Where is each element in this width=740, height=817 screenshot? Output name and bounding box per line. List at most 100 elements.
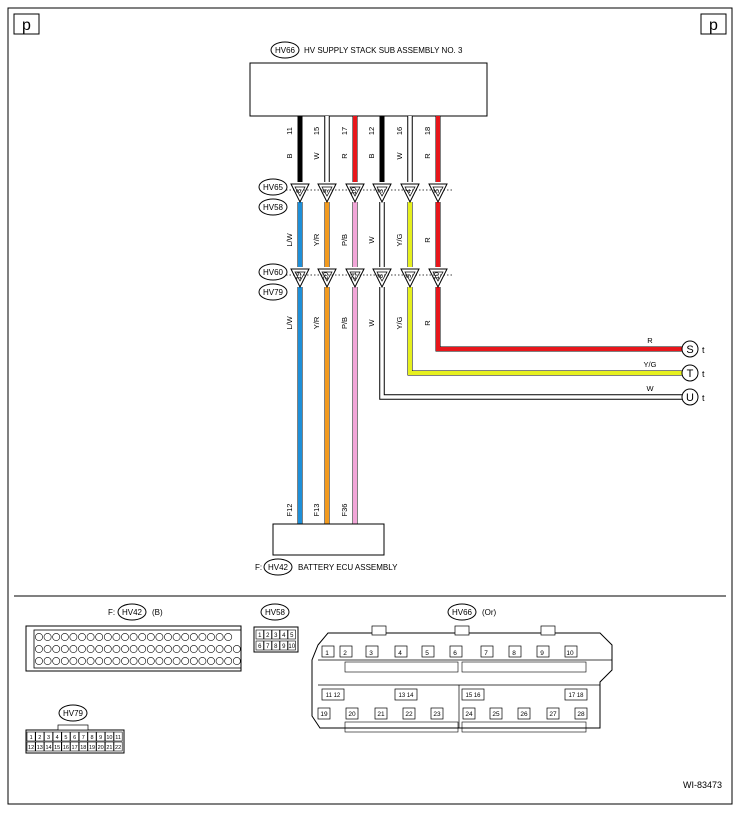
- offpage-s-suffix: t: [702, 345, 705, 355]
- hv42-pin-13: [138, 633, 147, 641]
- hv79-pin-6: 6: [73, 735, 76, 741]
- hv42-pin-24: [35, 645, 43, 653]
- hv58-cell-2: [263, 629, 272, 640]
- offpage-t-letter: T: [687, 368, 694, 380]
- hv42-pin-17: [172, 633, 181, 641]
- hv79-cell-13: [35, 741, 45, 752]
- hv42-pin-36: [138, 645, 147, 653]
- hv42-pin-30: [86, 645, 95, 653]
- hv42-pin-20: [198, 633, 207, 641]
- hv58-pin-10: 10: [288, 644, 295, 650]
- wire-3-end-pin: F36: [340, 504, 349, 517]
- junction-1-pin-4-inner: [376, 186, 388, 197]
- hv66-bot-pin-27: 27: [549, 711, 557, 718]
- hv66-bot-pin-20: 20: [348, 711, 356, 718]
- hv58-cell-5: [287, 629, 296, 640]
- hv66-top-cell-7: [480, 645, 494, 658]
- hv66-slot-4: [461, 721, 587, 733]
- hv66-bot-pin-21: 21: [377, 711, 385, 718]
- hv79-cell-12: [26, 741, 36, 752]
- hv79-cell-17: [70, 741, 79, 752]
- hv79-cell-15: [52, 741, 62, 752]
- hv66-mid-pins-3: 15 16: [465, 693, 481, 699]
- hv42-pin-29: [78, 645, 86, 653]
- offpage-t-suffix: t: [702, 369, 705, 379]
- hv66-top-pin-4: 4: [398, 650, 402, 657]
- hv42-pin-67: [198, 657, 207, 665]
- offpage-s-letter: S: [686, 344, 693, 356]
- junction-2-upper-code: HV60: [263, 268, 284, 277]
- hv66-top-pin-2: 2: [343, 650, 347, 657]
- wire-6-top-color: R: [423, 153, 432, 159]
- hv42-pin-59: [129, 657, 138, 665]
- hv42-pin-37: [146, 645, 155, 653]
- wire-1-low-color: L/W: [285, 315, 294, 329]
- hv66-bot-pin-25: 25: [492, 711, 500, 718]
- hv42-pin-10: [112, 633, 121, 641]
- wire-2-mid-color: Y/R: [312, 233, 321, 246]
- junction-1-pin-6-inner: [432, 186, 444, 197]
- hv42-pin-39: [164, 645, 172, 653]
- hv66-bot-pin-19: 19: [320, 711, 328, 718]
- wire-3-mid-color: P/B: [340, 234, 349, 246]
- hv42-pin-7: [86, 633, 95, 641]
- hv42-badge: [117, 603, 147, 621]
- wire-5-low-color: Y/G: [395, 316, 404, 329]
- hv42-pin-69: [215, 657, 224, 665]
- wire-4-top-pin: 12: [367, 127, 376, 135]
- hv66-top-pin-9: 9: [540, 650, 544, 657]
- hv42-inner: [33, 629, 242, 669]
- wire-6-low-color: R: [423, 320, 432, 326]
- hv66-top-cell-8: [508, 645, 522, 658]
- junction-1-pin-3-number: 10: [351, 187, 358, 195]
- wire-layer: [297, 116, 682, 524]
- hv79-cell-18: [78, 741, 88, 752]
- wire-3-top-pin: 17: [340, 127, 349, 135]
- hv79-pin-18: 18: [80, 745, 86, 751]
- hv79-cell-8: [87, 731, 97, 742]
- hv42-pin-33: [112, 645, 121, 653]
- junction-2-pin-1-inner: [294, 271, 306, 282]
- hv42-pin-15: [155, 633, 164, 641]
- hv79-cell-22: [113, 741, 123, 752]
- hv79-pin-21: 21: [106, 745, 112, 751]
- wire-4-bottom-segment-outline: [379, 287, 682, 400]
- hv66-mid-pins-1: 11 12: [326, 693, 341, 699]
- hv79-pin-16: 16: [63, 745, 69, 751]
- junction-2-pin-4-inner: [376, 271, 388, 282]
- hv66-bot-cell-25: [489, 707, 503, 720]
- bottom-component-prefix: F:: [255, 563, 262, 572]
- bottom-component-label: BATTERY ECU ASSEMBLY: [298, 563, 398, 572]
- hv58-cell-3: [271, 629, 280, 640]
- hv66-top-pin-1: 1: [325, 650, 329, 657]
- offpage-u-circle: [681, 388, 699, 406]
- hv66-top-cell-5: [421, 645, 435, 658]
- junction-1-pin-5-number: 4: [406, 189, 413, 193]
- hv42-pin-61: [146, 657, 155, 665]
- hv79-cell-19: [87, 741, 97, 752]
- hv58-pin-4: 4: [282, 633, 286, 639]
- hv66-top-cell-10: [564, 645, 578, 658]
- wire-1-top-pin: 11: [285, 127, 294, 135]
- wire-5-mid-color: Y/G: [395, 233, 404, 246]
- hv79-pin-14: 14: [45, 745, 51, 751]
- hv79-cell-5: [61, 731, 71, 742]
- wire-3-top-color: R: [340, 153, 349, 159]
- hv42-pin-6: [78, 633, 86, 641]
- hv42-pin-18: [181, 633, 190, 641]
- hv79-pin-20: 20: [98, 745, 104, 751]
- wire-5-top-color: W: [395, 152, 404, 160]
- hv66-latch-2: [454, 625, 470, 636]
- hv79-pin-7: 7: [82, 735, 85, 741]
- offpage-s-circle: [681, 340, 699, 358]
- hv79-pin-2: 2: [38, 735, 41, 741]
- hv58-pin-8: 8: [274, 644, 278, 650]
- hv42-pin-22: [215, 633, 224, 641]
- page-marker-left: p: [22, 17, 31, 34]
- wire-4-low-color: W: [367, 319, 376, 327]
- hv42-pin-57: [112, 657, 121, 665]
- hv79-pin-15: 15: [54, 745, 60, 751]
